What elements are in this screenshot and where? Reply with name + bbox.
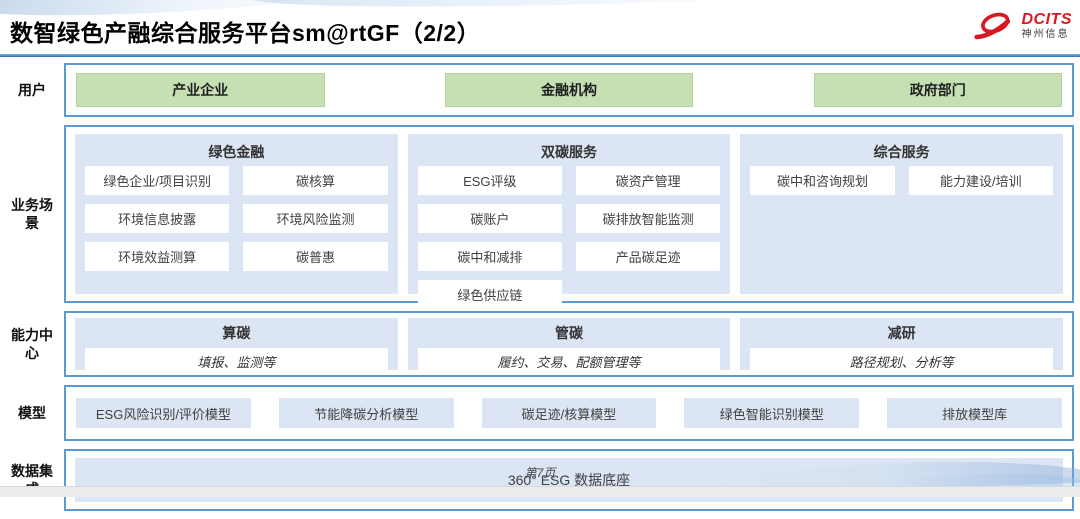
model-item: 绿色智能识别模型 (684, 398, 860, 428)
scenario-item: 碳账户 (417, 204, 562, 233)
scenario-item: 碳中和咨询规划 (750, 166, 895, 195)
capability-detail: 履约、交易、配额管理等 (417, 348, 721, 375)
header-swoosh-decoration (249, 0, 951, 14)
users-container: 产业企业 金融机构 政府部门 (64, 63, 1074, 117)
capability-title: 减研 (887, 325, 916, 341)
scenario-item: 绿色供应链 (417, 280, 562, 309)
scenarios-container: 绿色金融 绿色企业/项目识别 碳核算 环境信息披露 环境风险监测 环境效益测算 … (64, 125, 1074, 309)
capability-detail: 路径规划、分析等 (750, 348, 1054, 375)
panel-items: 绿色企业/项目识别 碳核算 环境信息披露 环境风险监测 环境效益测算 碳普惠 (85, 166, 388, 271)
scenario-item: 碳排放智能监测 (576, 204, 721, 233)
scenario-item: 环境风险监测 (243, 204, 388, 233)
scenario-item: 碳中和减排 (417, 242, 562, 271)
panel-title: 综合服务 (873, 144, 930, 160)
scenario-item: 碳普惠 (243, 242, 388, 271)
row-label-users: 用户 (18, 81, 46, 98)
row-label-models: 模型 (18, 404, 46, 421)
capability-title: 算碳 (222, 325, 251, 341)
panel-green-finance: 绿色金融 绿色企业/项目识别 碳核算 环境信息披露 环境风险监测 环境效益测算 … (75, 134, 398, 294)
panel-items: 碳中和咨询规划 能力建设/培训 (750, 166, 1054, 195)
scenario-item: 产品碳足迹 (576, 242, 721, 271)
header-divider-line (0, 54, 1080, 57)
dcits-swoosh-icon (973, 12, 1010, 40)
architecture-diagram: 用户 产业企业 金融机构 政府部门 业务场景 绿色金融 绿色企业/项目识别 碳核… (6, 63, 1074, 519)
scenario-item: 能力建设/培训 (908, 166, 1054, 195)
capability-reduction-research: 减研 路径规划、分析等 (740, 318, 1064, 375)
model-item: 碳足迹/核算模型 (481, 398, 657, 428)
capability-detail: 填报、监测等 (85, 348, 388, 375)
page-number: 第7页 (524, 466, 556, 480)
row-label-capabilities: 能力中心 (11, 326, 53, 361)
panel-title: 双碳服务 (541, 144, 597, 160)
scenario-item: 绿色企业/项目识别 (85, 166, 230, 195)
model-item: 节能降碳分析模型 (278, 398, 454, 428)
capability-carbon-calc: 算碳 填报、监测等 (75, 318, 398, 375)
scenario-item: ESG评级 (417, 166, 562, 195)
model-item: 排放模型库 (887, 398, 1062, 428)
scenario-item: 碳资产管理 (576, 166, 721, 195)
capability-title: 管碳 (555, 325, 583, 341)
user-group-financial: 金融机构 (444, 73, 694, 107)
capabilities-container: 算碳 填报、监测等 管碳 履约、交易、配额管理等 减研 路径规划、分析等 (64, 311, 1074, 377)
bottom-strip (0, 486, 1080, 497)
row-label-scenarios: 业务场景 (11, 196, 53, 231)
logo-brand-name: DCITS (1021, 11, 1072, 28)
scenario-item: 环境效益测算 (85, 242, 230, 271)
logo-brand-cn: 神州信息 (1021, 29, 1070, 40)
panel-title: 绿色金融 (208, 144, 265, 160)
scenario-item: 环境信息披露 (85, 204, 230, 233)
capability-carbon-manage: 管碳 履约、交易、配额管理等 (407, 318, 731, 375)
model-item: ESG风险识别/评价模型 (76, 398, 251, 428)
row-users: 用户 产业企业 金融机构 政府部门 (6, 63, 1074, 117)
page-title: 数智绿色产融综合服务平台sm@rtGF（2/2） (10, 20, 481, 46)
user-group-industry: 产业企业 (76, 73, 325, 107)
slide-header: 数智绿色产融综合服务平台sm@rtGF（2/2） DCITS 神州信息 (0, 0, 1080, 57)
scenario-item: 碳核算 (243, 166, 388, 195)
panel-comprehensive-service: 综合服务 碳中和咨询规划 能力建设/培训 (740, 134, 1064, 294)
dcits-logo: DCITS 神州信息 (973, 9, 1073, 43)
logo-text: DCITS 神州信息 (1022, 12, 1073, 40)
row-capabilities: 能力中心 算碳 填报、监测等 管碳 履约、交易、配额管理等 减研 路径规划、分析… (6, 311, 1074, 377)
models-container: ESG风险识别/评价模型 节能降碳分析模型 碳足迹/核算模型 绿色智能识别模型 … (64, 385, 1074, 441)
row-scenarios: 业务场景 绿色金融 绿色企业/项目识别 碳核算 环境信息披露 环境风险监测 环境… (6, 125, 1074, 309)
panel-dual-carbon: 双碳服务 ESG评级 碳资产管理 碳账户 碳排放智能监测 碳中和减排 产品碳足迹… (407, 134, 731, 309)
user-group-government: 政府部门 (813, 73, 1062, 107)
panel-items: ESG评级 碳资产管理 碳账户 碳排放智能监测 碳中和减排 产品碳足迹 绿色供应… (417, 166, 721, 309)
row-models: 模型 ESG风险识别/评价模型 节能降碳分析模型 碳足迹/核算模型 绿色智能识别… (6, 385, 1074, 441)
